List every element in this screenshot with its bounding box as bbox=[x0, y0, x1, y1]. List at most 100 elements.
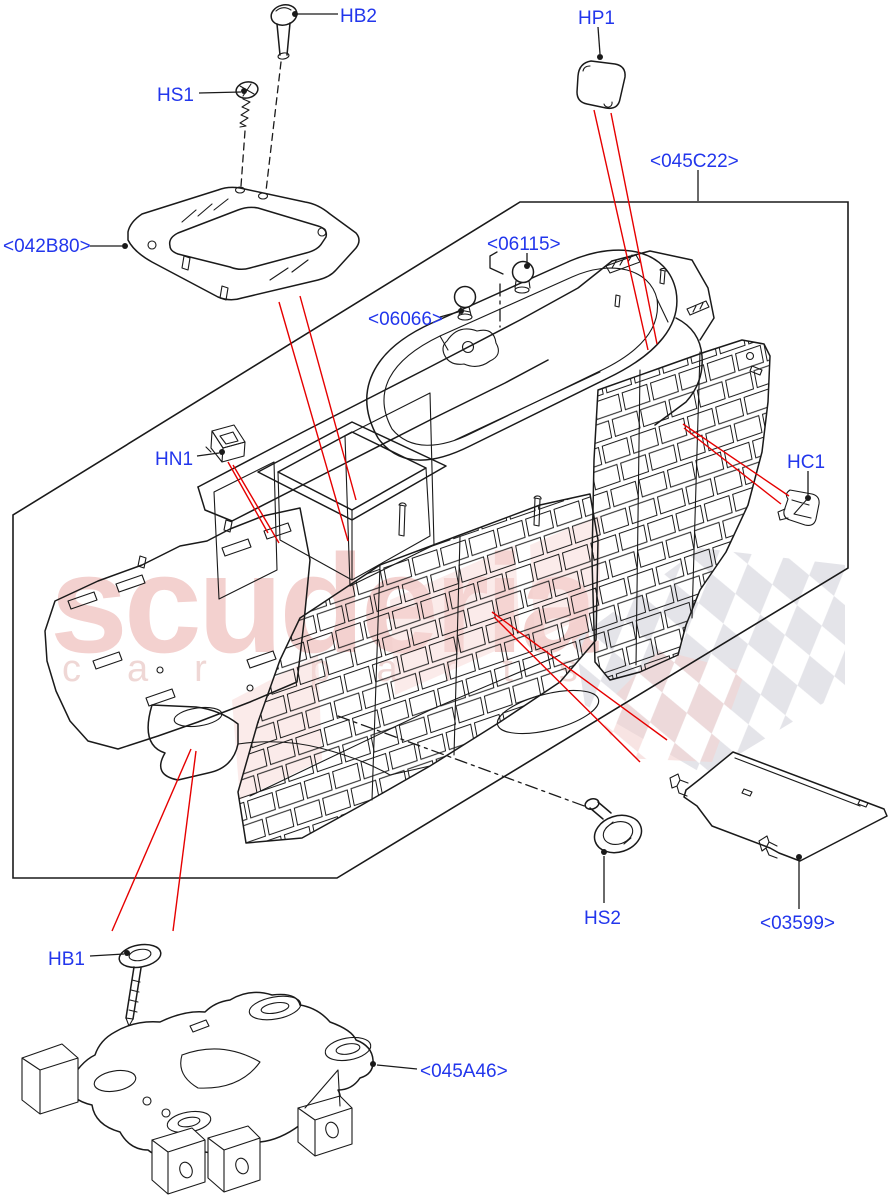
mount-hole bbox=[745, 351, 755, 361]
deck-front-edge bbox=[231, 359, 549, 522]
label-hn1[interactable]: HN1 bbox=[155, 449, 193, 470]
bolt-tip bbox=[277, 52, 290, 60]
bolt-head-detail bbox=[275, 7, 292, 12]
arm-oval-hole bbox=[173, 706, 223, 728]
cap-body bbox=[576, 60, 626, 110]
frame-outer bbox=[127, 186, 360, 301]
part-stud-06066 bbox=[442, 285, 499, 367]
vent-grille bbox=[686, 300, 710, 316]
label-045c22[interactable]: <045C22> bbox=[650, 151, 739, 172]
frame-details bbox=[147, 186, 327, 301]
locator-line bbox=[232, 464, 280, 544]
deck-pin bbox=[659, 267, 667, 285]
cover-slots bbox=[741, 788, 869, 808]
cover-hook bbox=[758, 835, 778, 859]
wall-rib bbox=[249, 536, 561, 801]
bolt-tip bbox=[125, 1017, 134, 1027]
label-042b80[interactable]: <042B80> bbox=[3, 236, 91, 257]
locator-line bbox=[682, 423, 790, 497]
partition bbox=[213, 461, 278, 600]
bolt-hex-edges bbox=[605, 821, 632, 845]
part-cover-03599 bbox=[669, 751, 888, 862]
bolt-shank bbox=[589, 801, 612, 820]
label-hs1[interactable]: HS1 bbox=[157, 85, 194, 106]
ball-stud bbox=[511, 260, 535, 284]
clip-spring bbox=[777, 496, 812, 521]
front-lattice-wall bbox=[237, 493, 599, 844]
bolt-shank bbox=[125, 966, 142, 1020]
label-hb2[interactable]: HB2 bbox=[340, 6, 377, 27]
part-clip-hc1 bbox=[777, 489, 820, 526]
part-labels: HB2 HS1 HP1 <045C22> <042B80> <06115> <0… bbox=[3, 6, 835, 1082]
part-bolt-hs2 bbox=[337, 715, 643, 854]
bracket-bosses bbox=[93, 995, 372, 1134]
front-arm bbox=[147, 704, 239, 781]
part-cap-hp1 bbox=[576, 60, 626, 110]
locator-line bbox=[111, 748, 192, 932]
part-bolt-hb2 bbox=[265, 4, 298, 192]
left-side-panel bbox=[44, 507, 311, 750]
locator-line bbox=[278, 301, 349, 542]
cover-hook bbox=[669, 773, 689, 797]
clip-body bbox=[210, 430, 246, 463]
panel-slots bbox=[67, 519, 292, 707]
bolt-axis bbox=[337, 715, 588, 808]
bolt-shank bbox=[276, 22, 291, 56]
label-hc1[interactable]: HC1 bbox=[787, 452, 825, 473]
bolt-head bbox=[128, 948, 152, 962]
screw-drive-cross bbox=[239, 83, 255, 97]
screw-axis-dashed bbox=[240, 130, 246, 187]
square-opening-inner bbox=[277, 431, 427, 511]
mount-hole bbox=[461, 340, 475, 354]
stud-bracket-line bbox=[489, 251, 504, 275]
label-hs2[interactable]: HS2 bbox=[584, 908, 621, 929]
stud-base bbox=[514, 286, 530, 294]
mount-slot bbox=[749, 365, 763, 376]
cap-detail bbox=[582, 65, 613, 108]
bolt-flange bbox=[593, 814, 643, 854]
locator-line bbox=[227, 461, 269, 534]
label-hp1[interactable]: HP1 bbox=[578, 8, 615, 29]
bracket-clip-pockets bbox=[21, 1043, 353, 1195]
stud-flange bbox=[457, 313, 473, 321]
locator-line bbox=[610, 112, 658, 345]
stud-mount-bracket bbox=[442, 328, 499, 367]
locator-line bbox=[299, 295, 357, 501]
assembly-bounding-box bbox=[12, 201, 849, 879]
wall-rib bbox=[635, 351, 701, 666]
label-045a46[interactable]: <045A46> bbox=[420, 1061, 508, 1082]
part-clip-hn1 bbox=[205, 424, 246, 463]
locator-line bbox=[491, 611, 668, 741]
label-06066[interactable]: <06066> bbox=[368, 309, 443, 330]
bolt-axis-dashed bbox=[265, 61, 282, 192]
part-console-assembly bbox=[44, 249, 771, 844]
square-opening-outer bbox=[257, 421, 447, 521]
screw-threads bbox=[239, 98, 251, 128]
frame-inner-opening bbox=[168, 206, 328, 271]
locator-line bbox=[172, 750, 197, 932]
part-mount-bracket-045a46 bbox=[21, 991, 374, 1195]
label-06115[interactable]: <06115> bbox=[487, 234, 561, 255]
part-armrest-base-frame bbox=[127, 186, 360, 301]
deck-left-end bbox=[197, 486, 233, 522]
label-leaders bbox=[89, 11, 811, 1070]
clip-window bbox=[205, 431, 239, 453]
bolt-threads bbox=[128, 979, 141, 1013]
ball-stud bbox=[453, 285, 477, 309]
arm-extension bbox=[237, 741, 431, 776]
deck-rear-edge bbox=[197, 260, 613, 488]
bolt-head-flange bbox=[118, 943, 162, 969]
deck-pin bbox=[614, 294, 621, 308]
checkered-flag-motif-pink bbox=[598, 650, 745, 762]
part-screw-hs1 bbox=[235, 81, 259, 187]
screw-post bbox=[398, 502, 407, 537]
clip-top bbox=[211, 424, 246, 449]
bolt-hex bbox=[602, 821, 634, 845]
label-03599[interactable]: <03599> bbox=[760, 913, 835, 934]
square-opening-well bbox=[277, 467, 431, 581]
stud-neck bbox=[514, 280, 531, 289]
cover-edge-line bbox=[734, 757, 861, 807]
label-hb1[interactable]: HB1 bbox=[48, 949, 85, 970]
bin-opening-outer bbox=[366, 249, 678, 461]
